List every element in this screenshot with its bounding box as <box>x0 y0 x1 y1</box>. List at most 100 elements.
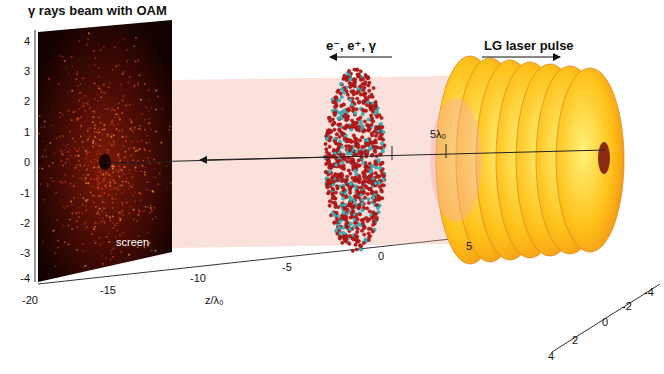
screen-speckle <box>97 187 99 189</box>
screen-speckle <box>151 210 153 212</box>
screen-speckle <box>72 90 74 92</box>
positron-dot <box>348 81 351 84</box>
screen-speckle <box>122 181 124 183</box>
screen-speckle <box>80 194 82 196</box>
screen-speckle <box>125 105 127 107</box>
screen-speckle <box>47 186 49 188</box>
screen-speckle <box>77 150 79 152</box>
positron-dot <box>375 166 378 169</box>
screen-speckle <box>73 111 75 113</box>
screen-speckle <box>147 181 149 183</box>
screen-speckle <box>90 127 92 129</box>
screen-speckle <box>78 212 80 214</box>
screen-speckle <box>99 237 101 239</box>
electron-dot <box>351 249 354 252</box>
screen-speckle <box>99 214 101 216</box>
screen-speckle <box>124 157 126 159</box>
positron-dot <box>371 164 374 167</box>
positron-dot <box>372 196 375 199</box>
screen-speckle <box>108 216 110 218</box>
screen-speckle <box>130 120 132 122</box>
screen-speckle <box>100 174 102 176</box>
screen-speckle <box>200 204 202 206</box>
positron-dot <box>343 91 346 94</box>
screen-speckle <box>87 127 89 129</box>
screen-speckle <box>149 142 151 144</box>
screen-speckle <box>105 184 107 186</box>
screen-speckle <box>109 142 111 144</box>
screen-speckle <box>61 161 63 163</box>
axis-tick: 3 <box>24 65 30 78</box>
electron-dot <box>353 199 356 202</box>
screen-speckle <box>62 56 64 58</box>
electron-dot <box>378 185 381 188</box>
screen-speckle <box>120 160 122 162</box>
electron-dot <box>356 118 359 121</box>
screen-speckle <box>79 148 81 150</box>
electron-dot <box>355 108 358 111</box>
screen-speckle <box>148 111 150 113</box>
electron-dot <box>367 201 370 204</box>
screen-speckle <box>144 129 146 131</box>
screen-speckle <box>64 60 66 62</box>
screen-speckle <box>62 114 64 116</box>
electron-dot <box>363 233 366 236</box>
axis-tick: 2 <box>24 95 30 108</box>
electron-dot <box>367 238 370 241</box>
screen-speckle <box>79 108 81 110</box>
screen-speckle <box>132 160 134 162</box>
electron-dot <box>352 134 355 137</box>
screen-speckle <box>166 256 168 258</box>
electron-dot <box>357 101 360 104</box>
screen-speckle <box>107 152 109 154</box>
screen-speckle <box>68 160 70 162</box>
screen-speckle <box>112 197 114 199</box>
screen-speckle <box>112 69 114 71</box>
electron-dot <box>364 165 367 168</box>
electron-dot <box>330 130 333 133</box>
electron-dot <box>333 221 336 224</box>
screen-speckle <box>112 166 114 168</box>
electron-dot <box>335 211 338 214</box>
screen-speckle <box>60 149 62 151</box>
screen-speckle <box>133 176 135 178</box>
axis-tick: 4 <box>548 350 554 363</box>
screen-speckle <box>77 71 79 73</box>
electron-dot <box>370 123 373 126</box>
screen-speckle <box>140 200 142 202</box>
screen-speckle <box>124 166 126 168</box>
screen-speckle <box>56 137 58 139</box>
positron-dot <box>355 150 358 153</box>
screen-speckle <box>85 121 87 123</box>
electron-dot <box>354 234 357 237</box>
screen-speckle <box>119 103 121 105</box>
electron-dot <box>352 205 355 208</box>
screen-speckle <box>155 131 157 133</box>
electron-dot <box>368 210 371 213</box>
screen-speckle <box>93 167 95 169</box>
electron-dot <box>343 188 346 191</box>
screen-speckle <box>67 144 69 146</box>
screen-speckle <box>130 129 132 131</box>
screen-speckle <box>123 38 125 40</box>
screen-speckle <box>125 140 127 142</box>
positron-dot <box>331 212 334 215</box>
screen-speckle <box>96 131 98 133</box>
axis-tick: 1 <box>24 126 30 139</box>
screen-speckle <box>62 225 64 227</box>
screen-speckle <box>49 165 51 167</box>
electron-dot <box>371 223 374 226</box>
positron-dot <box>338 220 341 223</box>
positron-dot <box>359 248 362 251</box>
electron-dot <box>358 100 361 103</box>
screen-speckle <box>129 185 131 187</box>
screen-speckle <box>83 141 85 143</box>
screen-speckle <box>110 124 112 126</box>
screen-speckle <box>96 137 98 139</box>
screen-speckle <box>126 202 128 204</box>
screen-speckle <box>116 128 118 130</box>
screen-speckle <box>149 212 151 214</box>
screen-speckle <box>48 79 50 81</box>
screen-speckle <box>147 232 149 234</box>
screen-speckle <box>86 154 88 156</box>
